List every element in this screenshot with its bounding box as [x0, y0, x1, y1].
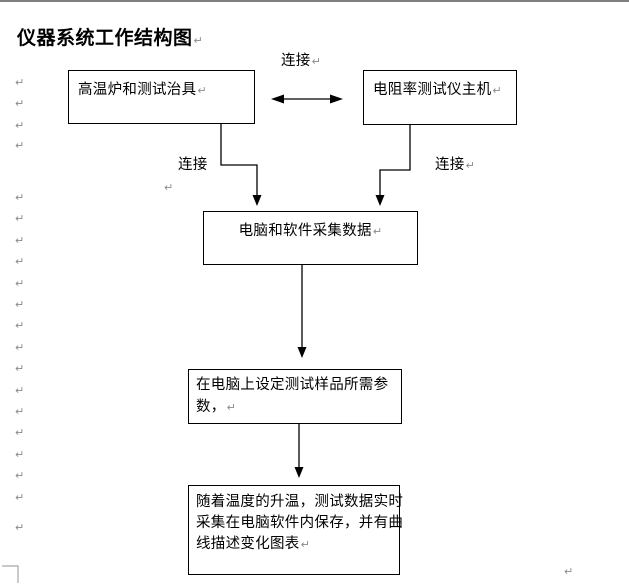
box-params-line2: 数， — [196, 399, 226, 415]
paragraph-mark-icon: ↵ — [15, 405, 25, 418]
arrow-collect-to-params-icon — [297, 265, 307, 358]
paragraph-mark-icon: ↵ — [15, 234, 25, 247]
paragraph-mark-icon: ↵ — [15, 469, 25, 482]
flowchart-box-host[interactable]: 电阻率测试仪主机↵ — [363, 70, 517, 125]
paragraph-mark-icon: ↵ — [15, 212, 25, 225]
paragraph-mark-icon: ↵ — [465, 159, 476, 172]
box-furnace-text: 高温炉和测试治具 — [78, 82, 197, 98]
box-params-line1: 在电脑上设定测试样品所需参 — [196, 377, 389, 393]
paragraph-mark-icon: ↵ — [15, 491, 25, 504]
box-result-line1: 随着温度的升温，测试数据实时 — [196, 494, 404, 510]
paragraph-mark-icon: ↵ — [15, 277, 25, 290]
paragraph-mark-icon: ↵ — [492, 84, 502, 97]
label-connect-top: 连接↵ — [281, 53, 322, 69]
box-host-text: 电阻率测试仪主机 — [373, 82, 492, 98]
flowchart-box-furnace[interactable]: 高温炉和测试治具↵ — [68, 70, 255, 124]
paragraph-mark-icon: ↵ — [197, 84, 207, 97]
flowchart-box-params[interactable]: 在电脑上设定测试样品所需参 数，↵ — [188, 369, 402, 424]
paragraph-mark-icon: ↵ — [300, 538, 311, 551]
paragraph-mark-icon: ↵ — [15, 384, 25, 397]
paragraph-mark-icon: ↵ — [164, 181, 174, 194]
title-row: 仪器系统工作结构图↵ — [17, 23, 203, 50]
connector-host-to-collect-arrow-icon — [375, 125, 411, 206]
paragraph-mark-icon: ↵ — [193, 34, 203, 47]
paragraph-mark-icon: ↵ — [15, 76, 25, 89]
page-title: 仪器系统工作结构图 — [17, 28, 193, 49]
paragraph-mark-icon: ↵ — [15, 448, 25, 461]
paragraph-mark-icon: ↵ — [15, 341, 25, 354]
paragraph-mark-icon: ↵ — [15, 521, 25, 534]
flowchart-box-collect[interactable]: 电脑和软件采集数据↵ — [203, 211, 418, 265]
double-headed-arrow-icon — [271, 94, 343, 104]
paragraph-mark-icon: ↵ — [15, 319, 25, 332]
arrow-params-to-result-icon — [294, 424, 304, 478]
box-result-line2: 采集在电脑软件内保存，并有曲 — [196, 515, 404, 531]
paragraph-mark-icon: ↵ — [15, 119, 25, 132]
flowchart-box-result[interactable]: 随着温度的升温，测试数据实时 采集在电脑软件内保存，并有曲 线描述变化图表↵ — [188, 485, 404, 575]
paragraph-mark-icon: ↵ — [311, 55, 322, 68]
paragraph-mark-icon: ↵ — [564, 565, 574, 578]
label-connect-left: 连接 — [178, 157, 208, 173]
connector-furnace-to-collect-arrow-icon — [220, 124, 262, 206]
paragraph-mark-icon: ↵ — [15, 97, 25, 110]
box-collect-text: 电脑和软件采集数据 — [238, 223, 372, 239]
paragraph-mark-icon: ↵ — [226, 401, 237, 414]
box-result-line3: 线描述变化图表 — [196, 536, 300, 552]
paragraph-mark-icon: ↵ — [15, 191, 25, 204]
paragraph-mark-icon: ↵ — [372, 225, 383, 238]
label-connect-right: 连接↵ — [435, 157, 476, 173]
page-corner-mark-icon — [2, 565, 19, 583]
paragraph-mark-icon: ↵ — [15, 426, 25, 439]
paragraph-mark-icon: ↵ — [15, 255, 25, 268]
paragraph-mark-icon: ↵ — [15, 362, 25, 375]
paragraph-mark-icon: ↵ — [15, 139, 25, 152]
paragraph-mark-icon: ↵ — [15, 298, 25, 311]
